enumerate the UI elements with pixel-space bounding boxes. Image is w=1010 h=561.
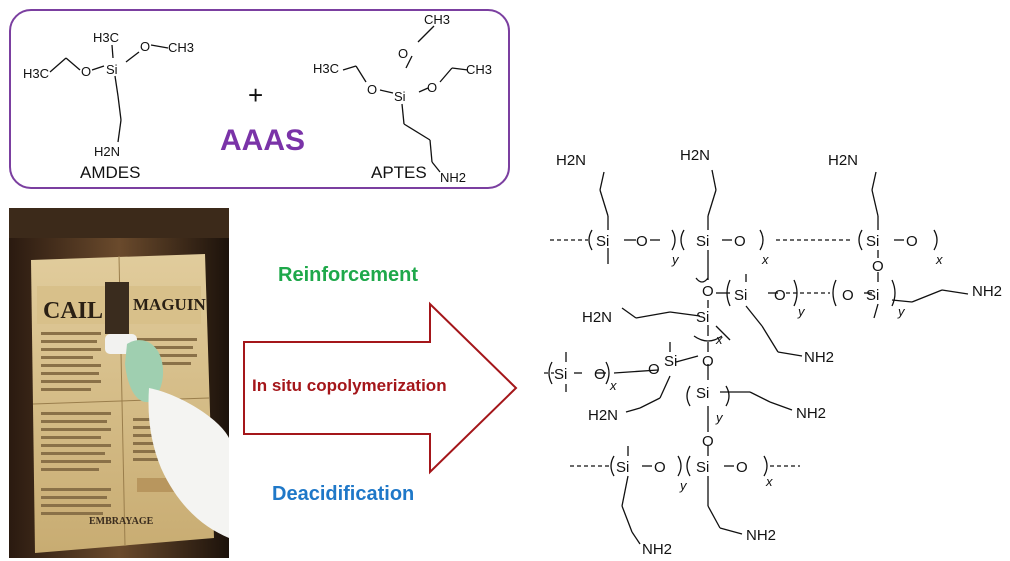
network-o-13: O: [736, 459, 748, 476]
network-si-8: Si: [664, 353, 677, 370]
deacidification-label: Deacidification: [272, 483, 415, 505]
aptes-amine: NH2: [440, 170, 466, 185]
network-subscript-y-4: y: [715, 410, 724, 425]
aptes-label: APTES: [371, 163, 427, 182]
amdes-bonds: [49, 44, 169, 143]
aptes-si: Si: [394, 89, 406, 104]
network-amine-5: H2N: [582, 309, 612, 326]
network-si-10: Si: [616, 459, 629, 476]
aptes-methyl-top: CH3: [424, 12, 450, 27]
network-o-1: O: [636, 233, 648, 250]
amdes-si: Si: [106, 62, 118, 77]
network-amine-1: H2N: [556, 152, 586, 169]
network-si-6: Si: [696, 309, 709, 326]
network-o-9: O: [648, 361, 660, 378]
network-amine-6: NH2: [804, 349, 834, 366]
newspaper-headline-left: CAIL: [43, 298, 103, 324]
network-subscript-x-4: x: [609, 378, 617, 393]
network-amine-8: NH2: [796, 405, 826, 422]
network-si-2: Si: [696, 233, 709, 250]
network-o-12: O: [654, 459, 666, 476]
network-o-2: O: [734, 233, 746, 250]
network-subscript-y-1: y: [671, 252, 680, 267]
aptes-methyl-right: CH3: [466, 62, 492, 77]
aptes-o-right: O: [427, 80, 437, 95]
network-o-7: O: [842, 287, 854, 304]
reinforcement-label: Reinforcement: [278, 264, 419, 286]
plus-sign: +: [248, 80, 264, 110]
amdes-label: AMDES: [80, 163, 141, 182]
network-o-10: O: [702, 353, 714, 370]
monomer-box: [9, 9, 510, 189]
amdes-amine: H2N: [94, 144, 120, 159]
aaas-label: AAAS: [220, 124, 306, 157]
amdes-methyl-right: CH3: [168, 40, 194, 55]
network-si-4: Si: [734, 287, 747, 304]
amdes-methyl-si: H3C: [93, 30, 119, 45]
newspaper-ad-word: EMBRAYAGE: [89, 516, 154, 527]
network-amine-2: H2N: [680, 147, 710, 164]
network-si-7: Si: [554, 366, 567, 383]
network-o-4: O: [872, 258, 884, 275]
treated-newspaper-photo: CAIL MAGUIN EMBRAYAGE: [9, 208, 229, 558]
network-subscript-y-3: y: [897, 304, 906, 319]
network-o-6: O: [774, 287, 786, 304]
aptes-o-left: O: [367, 82, 377, 97]
process-arrow: [243, 301, 518, 475]
monomer-structures: H3C Si O CH3 O H3C H2N CH3 O Si O H3C O …: [23, 12, 492, 185]
network-o-8: O: [594, 366, 606, 383]
network-o-5: O: [702, 283, 714, 300]
network-amine-3: H2N: [828, 152, 858, 169]
copolymer-network: H2N H2N H2N Si O Si O Si O O O Si O O Si…: [544, 147, 1002, 558]
network-amine-9: NH2: [642, 541, 672, 558]
network-amine-7: H2N: [588, 407, 618, 424]
network-subscript-y-2: y: [797, 304, 806, 319]
network-subscript-x-2: x: [935, 252, 943, 267]
network-subscript-x-5: x: [765, 474, 773, 489]
amdes-o-right: O: [140, 39, 150, 54]
network-o-3: O: [906, 233, 918, 250]
network-si-11: Si: [696, 459, 709, 476]
network-si-1: Si: [596, 233, 609, 250]
aptes-bonds: [342, 25, 469, 173]
copolymerization-label: In situ copolymerization: [252, 376, 447, 395]
network-o-11: O: [702, 433, 714, 450]
network-subscript-x-3: x: [715, 332, 723, 347]
gloved-hand: [125, 340, 164, 403]
network-subscript-x-1: x: [761, 252, 769, 267]
aptes-o-top: O: [398, 46, 408, 61]
network-subscript-y-5: y: [679, 478, 688, 493]
network-amine-4: NH2: [972, 283, 1002, 300]
newspaper-headline-right: MAGUIN: [133, 295, 206, 314]
aptes-methyl-left: H3C: [313, 61, 339, 76]
amdes-methyl-left: H3C: [23, 66, 49, 81]
network-amine-10: NH2: [746, 527, 776, 544]
amdes-o-left: O: [81, 64, 91, 79]
network-si-3: Si: [866, 233, 879, 250]
lab-coat-sleeve: [148, 388, 229, 538]
network-si-5: Si: [866, 287, 879, 304]
network-si-9: Si: [696, 385, 709, 402]
